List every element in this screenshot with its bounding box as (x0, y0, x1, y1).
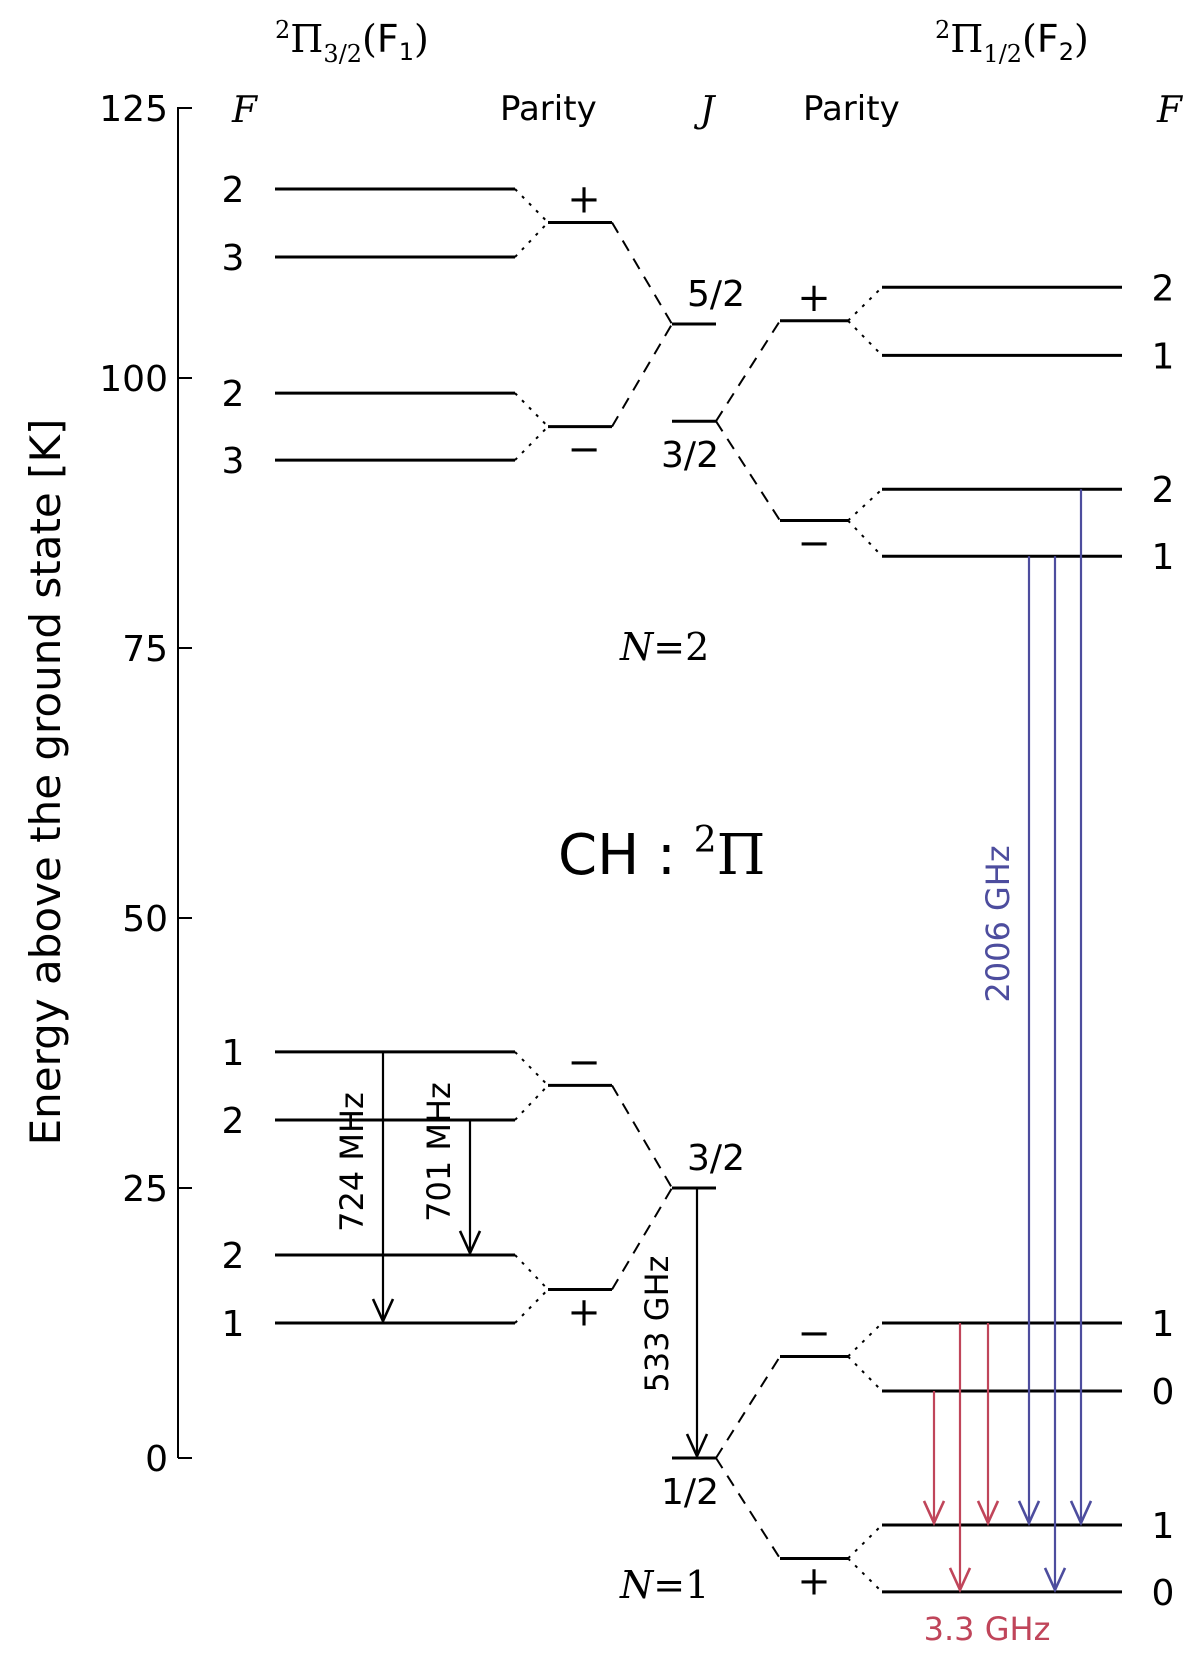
column-headers: 2Π3/2(F1) 2Π1/2(F2) F Parity J Parity F (231, 16, 1184, 131)
connector-dotted (847, 488, 883, 522)
transition-3-3-arrow-head (948, 1567, 972, 1594)
energy-axis: 0 25 50 75 100 125 Energy above the ground st… (21, 89, 192, 1480)
hyperfine-label-right: 2 (1152, 470, 1175, 511)
axis-label: Energy above the ground state [K] (21, 419, 70, 1146)
axis-tick-label: 25 (122, 1169, 168, 1210)
connector-dotted (514, 392, 549, 428)
connector-dashed (611, 1084, 673, 1189)
connector-dotted (847, 1557, 883, 1593)
axis-tick-label: 125 (99, 89, 168, 130)
connector-dotted (847, 1322, 883, 1358)
connector-dotted (847, 320, 883, 357)
transition-724-arrow-head (371, 1298, 395, 1325)
transition-label-533: 533 GHz (638, 1256, 676, 1393)
connector-dotted (514, 1288, 549, 1324)
connector-dashed (715, 1457, 781, 1559)
parity-sign-right: − (797, 521, 831, 567)
parity-sign-left: − (567, 427, 601, 473)
hyperfine-label-right: 0 (1152, 1573, 1175, 1614)
connector-dotted (514, 1051, 549, 1087)
hyperfine-label-left: 1 (222, 1304, 245, 1345)
level-connectors (514, 188, 883, 1593)
transition-label-724: 724 MHz (333, 1092, 371, 1232)
hyperfine-label-left: 2 (222, 1101, 245, 1142)
f-header-left: F (231, 90, 259, 131)
hyperfine-label-right: 2 (1152, 268, 1175, 309)
connector-dotted (514, 1254, 549, 1291)
parity-sign-left: + (567, 1290, 601, 1336)
j-label: 5/2 (687, 274, 745, 315)
connector-dashed (715, 320, 781, 422)
parity-header-right: Parity (803, 89, 900, 129)
connector-dotted (514, 221, 549, 258)
hyperfine-label-left: 2 (222, 1236, 245, 1277)
connector-dashed (611, 221, 673, 325)
parity-sign-left: − (567, 1039, 601, 1085)
transition-701-arrow-head (458, 1230, 482, 1257)
axis-tick-label: 50 (122, 899, 168, 940)
hyperfine-label-right: 1 (1152, 1304, 1175, 1345)
transition-3-3-arrow-head (922, 1500, 946, 1527)
parity-sign-right: + (797, 1558, 831, 1604)
transition-2006-arrow-head (1069, 1500, 1093, 1527)
connector-dashed (611, 323, 673, 428)
transition-2006-arrow-head (1017, 1500, 1041, 1527)
j-label: 3/2 (687, 1138, 745, 1179)
rotational-label-n1: N=1 (619, 1563, 709, 1607)
parity-sign-left: + (567, 176, 601, 222)
parity-sign-right: + (797, 275, 831, 321)
axis-tick-label: 0 (145, 1439, 168, 1480)
hyperfine-label-left: 3 (222, 238, 245, 279)
connector-dotted (847, 286, 883, 322)
right-ladder-header: 2Π1/2(F2) (935, 16, 1089, 68)
diagram-title: CH : 2Π (558, 820, 765, 888)
rotational-label-n2: N=2 (619, 625, 709, 669)
j-header: J (693, 90, 717, 131)
axis-ticks: 0 25 50 75 100 125 (99, 89, 192, 1480)
j-label: 1/2 (661, 1472, 719, 1513)
transition-533-arrow-head (685, 1433, 709, 1460)
transition-label-2006: 2006 GHz (979, 845, 1017, 1002)
transitions (371, 489, 1093, 1594)
connector-dotted (847, 1355, 883, 1392)
connector-dashed (715, 1355, 781, 1459)
parity-sign-right: − (797, 1310, 831, 1356)
hyperfine-label-right: 1 (1152, 336, 1175, 377)
connector-dotted (514, 188, 549, 224)
connector-dotted (847, 1524, 883, 1560)
axis-tick-label: 75 (122, 629, 168, 670)
hyperfine-label-left: 3 (222, 441, 245, 482)
transition-3-3-arrow-head (976, 1500, 1000, 1527)
transition-label-701: 701 MHz (420, 1082, 458, 1222)
transition-label-3-3: 3.3 GHz (924, 1610, 1051, 1648)
hyperfine-label-right: 1 (1152, 1506, 1175, 1547)
connector-dashed (715, 420, 781, 522)
j-label: 3/2 (661, 435, 719, 476)
hyperfine-label-left: 1 (222, 1033, 245, 1074)
transition-2006-arrow-head (1043, 1567, 1067, 1594)
axis-tick-label: 100 (99, 359, 168, 400)
energy-levels: 2 3 2 3 1 2 2 1 2 1 2 1 1 0 1 0 + − − + + − − +5/2 3/2 3/2 1/2 (222, 170, 1175, 1614)
hyperfine-label-left: 2 (222, 170, 245, 211)
f-header-right: F (1156, 90, 1184, 131)
hyperfine-label-left: 2 (222, 374, 245, 415)
parity-header-left: Parity (500, 89, 597, 129)
connector-dotted (514, 425, 549, 461)
left-ladder-header: 2Π3/2(F1) (275, 16, 429, 68)
hyperfine-label-right: 0 (1152, 1372, 1175, 1413)
connector-dotted (847, 519, 883, 557)
hyperfine-label-right: 1 (1152, 537, 1175, 578)
connector-dotted (514, 1084, 549, 1121)
